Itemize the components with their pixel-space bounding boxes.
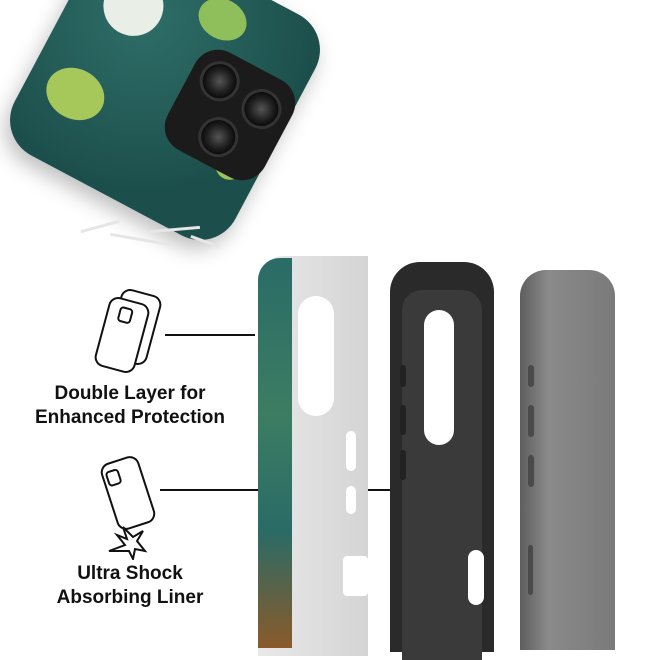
label-line: Absorbing Liner <box>56 587 204 608</box>
phone-device <box>520 270 615 650</box>
button-cutout <box>346 431 356 471</box>
volume-down-button <box>528 455 534 487</box>
snowman-art <box>92 0 175 47</box>
port-cutout <box>343 556 368 596</box>
shell-printed-art <box>258 258 292 648</box>
camera-lens <box>234 82 289 137</box>
feature-label-shock-liner: Ultra Shock Absorbing Liner <box>10 562 250 610</box>
camera-cutout <box>298 296 334 416</box>
liner-interior <box>400 290 484 660</box>
port-cutout <box>468 550 484 605</box>
camera-cutout <box>424 310 454 445</box>
leaf-art <box>37 57 114 131</box>
camera-lens <box>191 110 246 165</box>
action-button <box>528 365 534 387</box>
double-case-icon <box>94 289 162 373</box>
leaf-art <box>191 0 255 49</box>
label-line: Double Layer for <box>54 383 206 404</box>
label-line: Ultra Shock <box>77 563 183 584</box>
label-line: Enhanced Protection <box>34 407 226 428</box>
shock-phone-icon <box>100 456 156 560</box>
connector-line <box>165 334 255 336</box>
feature-label-double-layer: Double Layer for Enhanced Protection <box>10 382 250 430</box>
button-bump <box>400 405 406 435</box>
button-bump <box>400 365 406 387</box>
sim-tray <box>528 545 533 595</box>
volume-up-button <box>528 405 534 437</box>
button-cutout <box>346 486 356 514</box>
camera-lens <box>192 54 247 109</box>
button-bump <box>400 450 406 480</box>
